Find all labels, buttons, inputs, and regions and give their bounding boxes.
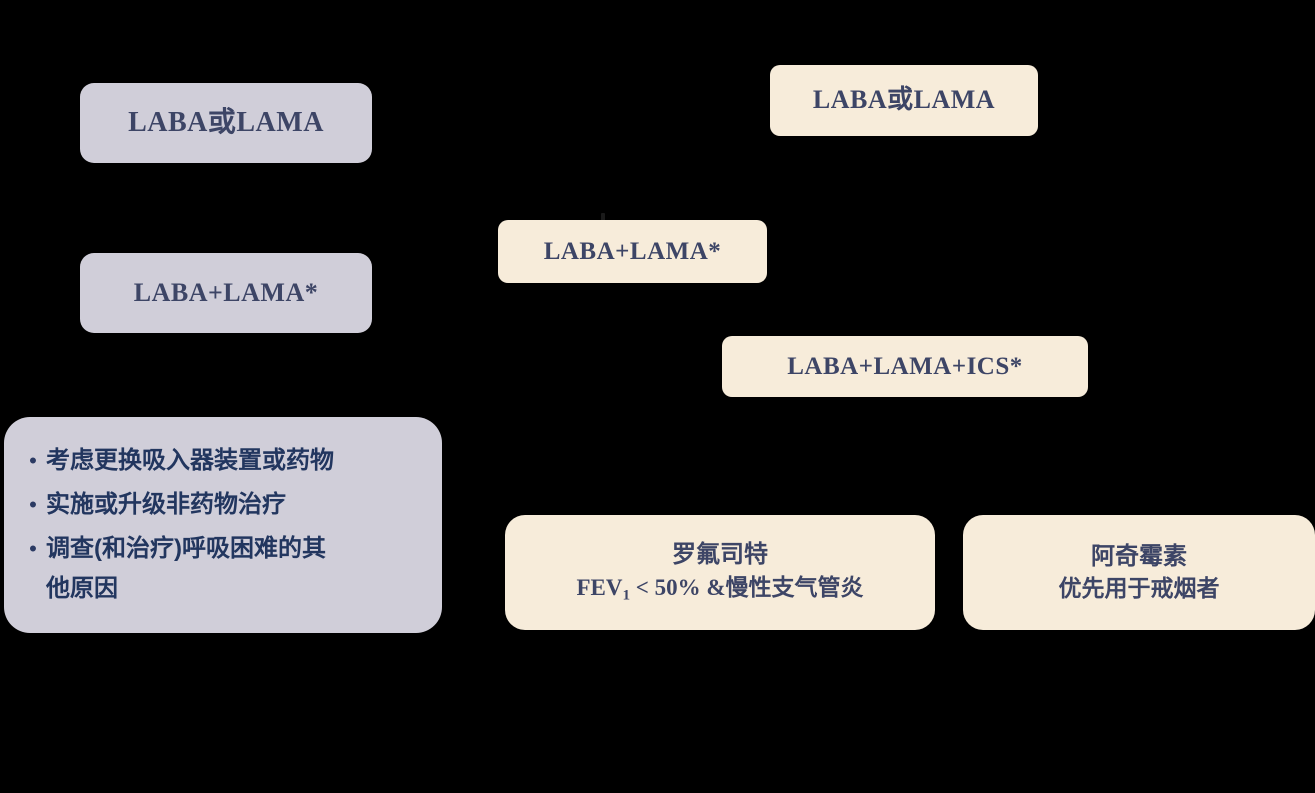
right-node-laba-plus-lama-label: LABA+LAMA* [543, 237, 722, 265]
list-item-label: 调查(和治疗)呼吸困难的其 他原因 [46, 529, 424, 609]
right-node-laba-plus-lama[interactable]: LABA+LAMA* [498, 220, 767, 283]
bullet-icon: • [29, 448, 37, 473]
left-node-laba-or-lama-label: LABA或LAMA [128, 106, 324, 138]
adjunct-node-azithromycin-title: 阿奇霉素 [1091, 542, 1187, 570]
right-node-laba-plus-lama-plus-ics[interactable]: LABA+LAMA+ICS* [722, 336, 1088, 397]
fev-prefix: FEV [576, 574, 623, 600]
connector-artifact [601, 213, 605, 222]
adjunct-node-azithromycin[interactable]: 阿奇霉素 优先用于戒烟者 [963, 515, 1315, 630]
right-node-laba-or-lama[interactable]: LABA或LAMA [770, 65, 1038, 136]
considerations-box[interactable]: • 考虑更换吸入器装置或药物 • 实施或升级非药物治疗 • 调查(和治疗)呼吸困… [4, 417, 442, 633]
fev-threshold: < 50% & [630, 574, 726, 600]
left-node-laba-or-lama[interactable]: LABA或LAMA [80, 83, 372, 163]
chronic-bronchitis-label: 慢性支气管炎 [725, 573, 864, 600]
list-item[interactable]: • 实施或升级非药物治疗 [20, 485, 424, 525]
list-item-label-line1: 调查(和治疗)呼吸困难的其 [46, 535, 326, 562]
right-node-laba-plus-lama-plus-ics-label: LABA+LAMA+ICS* [787, 352, 1023, 380]
list-item[interactable]: • 调查(和治疗)呼吸困难的其 他原因 [20, 529, 424, 609]
right-node-laba-or-lama-label: LABA或LAMA [812, 85, 996, 115]
left-node-laba-plus-lama[interactable]: LABA+LAMA* [80, 253, 372, 333]
left-node-laba-plus-lama-label: LABA+LAMA* [133, 277, 319, 307]
adjunct-node-roflumilast-title: 罗氟司特 [672, 541, 768, 569]
list-item[interactable]: • 考虑更换吸入器装置或药物 [20, 441, 424, 481]
fev-subscript: 1 [622, 586, 631, 604]
list-item-label-line2: 他原因 [46, 575, 118, 602]
adjunct-node-azithromycin-detail: 优先用于戒烟者 [1058, 575, 1220, 602]
list-item-label: 考虑更换吸入器装置或药物 [46, 447, 334, 474]
bullet-icon: • [29, 492, 37, 517]
adjunct-node-roflumilast[interactable]: 罗氟司特 FEV1 < 50% &慢性支气管炎 [505, 515, 935, 630]
adjunct-node-roflumilast-criteria: FEV1 < 50% &慢性支气管炎 [576, 572, 863, 606]
bullet-icon: • [29, 536, 37, 561]
list-item-label: 实施或升级非药物治疗 [46, 491, 286, 518]
